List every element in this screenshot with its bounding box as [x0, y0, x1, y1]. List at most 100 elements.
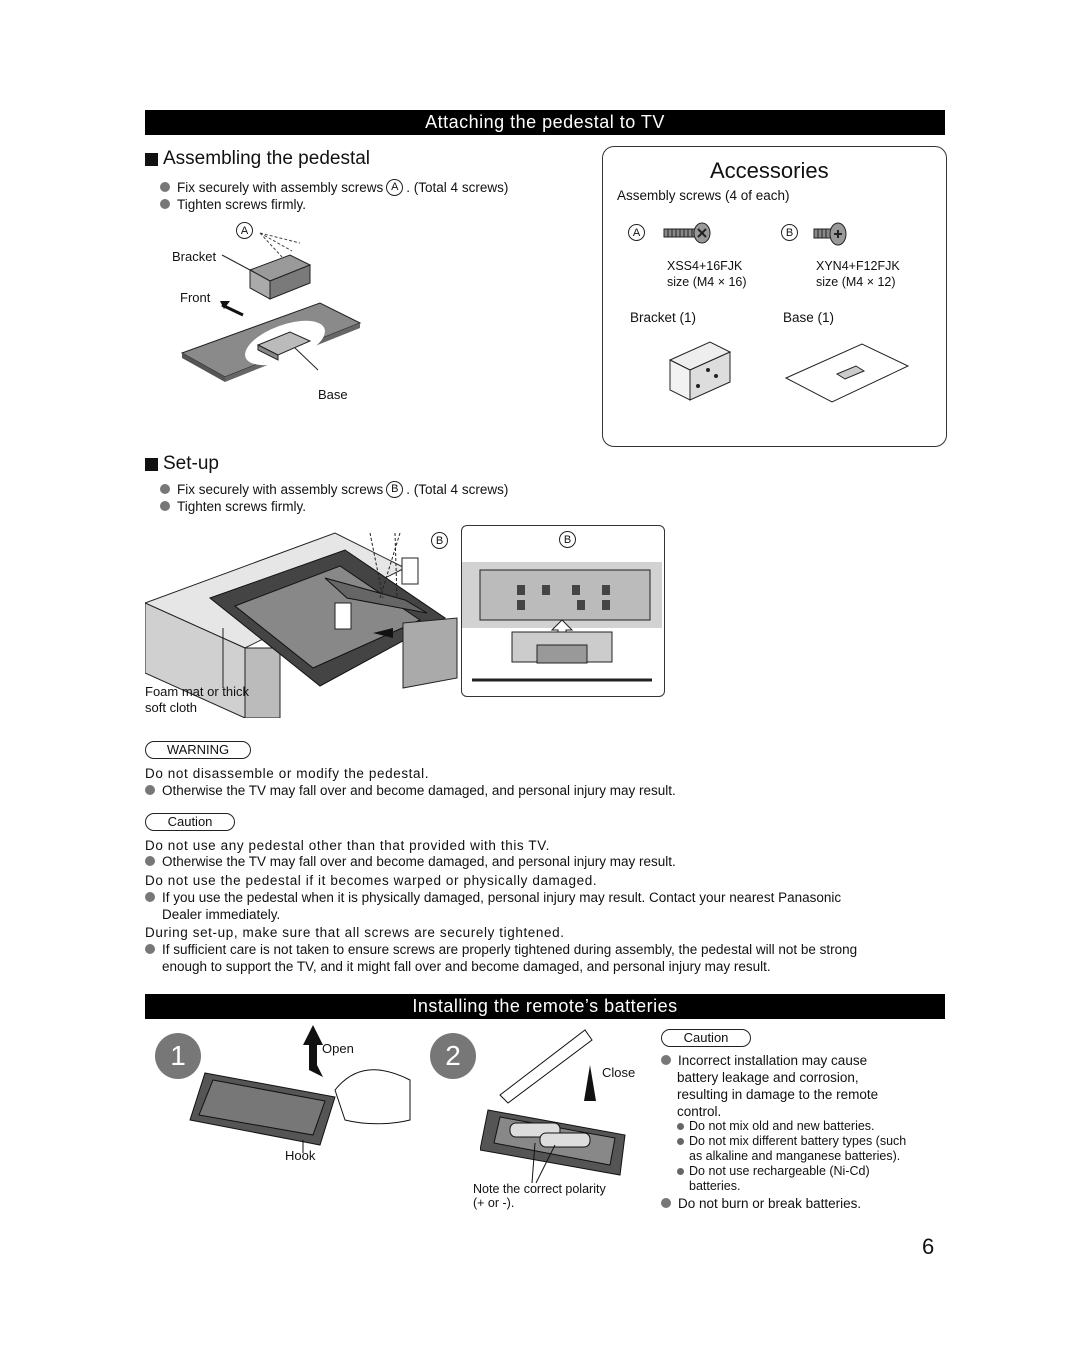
- polarity-note-2: (+ or -).: [473, 1196, 515, 1210]
- mark-b-icon: B: [386, 481, 404, 498]
- bullet-dot-icon: [160, 182, 170, 192]
- remote-caution-bullet-1: Incorrect installation may cause: [661, 1052, 867, 1069]
- bullet-text-cont: enough to support the TV, and it might f…: [162, 959, 771, 974]
- mark-b-icon: B: [559, 531, 576, 548]
- screw-a-icon: [663, 222, 711, 244]
- sub-bullet-text-cont: batteries.: [689, 1179, 741, 1193]
- bullet-dot-icon: [145, 785, 155, 795]
- remote-caution-bullet-2: Do not burn or break batteries.: [661, 1195, 861, 1212]
- bullet-text-cont: control.: [677, 1104, 722, 1119]
- sub-bullet-text: Do not use rechargeable (Ni-Cd): [689, 1164, 870, 1178]
- bullet-text-cont: Dealer immediately.: [162, 907, 281, 922]
- mark-b-icon: B: [781, 224, 798, 241]
- warning-label: WARNING: [145, 741, 251, 759]
- section-title: Attaching the pedestal to TV: [425, 112, 665, 132]
- assembling-heading-text: Assembling the pedestal: [163, 148, 371, 169]
- remote-open-illustration: [189, 1025, 411, 1153]
- mark-a-icon: A: [386, 179, 404, 196]
- remote-sub-3: Do not use rechargeable (Ni-Cd): [677, 1164, 870, 1178]
- bullet-text-cont: battery leakage and corrosion,: [677, 1070, 859, 1085]
- bracket-detail-illustration: [462, 562, 662, 682]
- bracket-label: Bracket: [172, 249, 217, 264]
- assembling-bullet-2: Tighten screws firmly.: [160, 196, 306, 213]
- accessories-box: [602, 146, 947, 447]
- mark-a-icon: A: [628, 224, 645, 241]
- close-label: Close: [602, 1065, 636, 1080]
- section-title-bar: Attaching the pedestal to TV: [145, 110, 945, 135]
- remote-sub-1: Do not mix old and new batteries.: [677, 1119, 875, 1133]
- bullet-text: Tighten screws firmly.: [177, 197, 307, 212]
- sub-bullet-text: Do not mix old and new batteries.: [689, 1119, 875, 1133]
- bullet-text: Otherwise the TV may fall over and becom…: [162, 783, 676, 798]
- mark-b-icon: B: [431, 532, 448, 549]
- bullet-text: Incorrect installation may cause: [678, 1053, 868, 1068]
- bullet-text: Fix securely with assembly screws: [177, 482, 384, 497]
- open-label: Open: [322, 1041, 354, 1056]
- caution-label-text: Caution: [167, 814, 213, 829]
- warning-bullet: Otherwise the TV may fall over and becom…: [145, 782, 676, 799]
- bullet-text-cont: resulting in damage to the remote: [677, 1087, 879, 1102]
- bullet-text: If you use the pedestal when it is physi…: [162, 890, 842, 905]
- bullet-dot-icon: [145, 944, 155, 954]
- accessories-title: Accessories: [710, 158, 829, 183]
- pedestal-assembly-illustration: [180, 232, 362, 382]
- setup-bullet-2: Tighten screws firmly.: [160, 498, 306, 515]
- base-label: Base: [318, 387, 348, 402]
- bullet-dot-icon: [661, 1055, 671, 1065]
- remote-caution-label-text: Caution: [683, 1030, 729, 1045]
- detail-box: [461, 525, 665, 697]
- warning-text: Do not disassemble or modify the pedesta…: [145, 766, 430, 781]
- caution-text-3: During set-up, make sure that all screws…: [145, 925, 565, 940]
- screw-a-size: size (M4 × 16): [667, 275, 747, 289]
- sub-bullet-dot-icon: [677, 1138, 684, 1145]
- polarity-note: Note the correct polarity: [473, 1182, 606, 1196]
- bullet-text: If sufficient care is not taken to ensur…: [162, 942, 858, 957]
- bullet-text: . (Total 4 screws): [406, 180, 509, 195]
- bracket-illustration: [668, 341, 732, 401]
- screw-b-icon: [813, 222, 847, 246]
- assembly-screws-label: Assembly screws (4 of each): [617, 188, 790, 203]
- bullet-text: . (Total 4 screws): [406, 482, 509, 497]
- base-count-label: Base (1): [783, 310, 835, 325]
- front-label: Front: [180, 290, 211, 305]
- caution-label: Caution: [145, 813, 235, 831]
- caution-bullet-2: If you use the pedestal when it is physi…: [145, 889, 841, 906]
- bullet-text: Otherwise the TV may fall over and becom…: [162, 854, 676, 869]
- setup-bullet-1: Fix securely with assembly screws B . (T…: [160, 481, 508, 498]
- setup-heading: Set-up: [145, 453, 219, 475]
- setup-heading-text: Set-up: [163, 453, 219, 474]
- bullet-text: Tighten screws firmly.: [177, 499, 307, 514]
- screw-b-code: XYN4+F12FJK: [816, 259, 900, 273]
- base-illustration: [784, 343, 910, 403]
- screw-b-size: size (M4 × 12): [816, 275, 896, 289]
- sub-bullet-dot-icon: [677, 1168, 684, 1175]
- section-title-bar-2: Installing the remote’s batteries: [145, 994, 945, 1019]
- foam-mat-label-2: soft cloth: [145, 700, 198, 715]
- bullet-dot-icon: [661, 1198, 671, 1208]
- assembling-heading: Assembling the pedestal: [145, 148, 370, 170]
- bullet-dot-icon: [160, 199, 170, 209]
- remote-batteries-illustration: [480, 1029, 626, 1184]
- step-2-badge: 2: [430, 1033, 476, 1079]
- bullet-text: Fix securely with assembly screws: [177, 180, 384, 195]
- remote-caution-label: Caution: [661, 1029, 751, 1047]
- square-bullet-icon: [145, 152, 158, 166]
- screw-a-code: XSS4+16FJK: [667, 259, 743, 273]
- page-number: 6: [922, 1234, 935, 1259]
- warning-label-text: WARNING: [166, 742, 230, 757]
- sub-bullet-dot-icon: [677, 1123, 684, 1130]
- bullet-dot-icon: [145, 892, 155, 902]
- sub-bullet-text: Do not mix different battery types (such: [689, 1134, 907, 1148]
- bullet-dot-icon: [145, 856, 155, 866]
- assembling-bullet-1: Fix securely with assembly screws A . (T…: [160, 179, 508, 196]
- bullet-dot-icon: [160, 501, 170, 511]
- bracket-count-label: Bracket (1): [630, 310, 697, 325]
- bullet-dot-icon: [160, 484, 170, 494]
- caution-bullet-3: If sufficient care is not taken to ensur…: [145, 941, 857, 958]
- remote-sub-2: Do not mix different battery types (such: [677, 1134, 906, 1148]
- caution-text-1: Do not use any pedestal other than that …: [145, 838, 550, 853]
- section-title-2: Installing the remote’s batteries: [412, 996, 678, 1016]
- foam-mat-label: Foam mat or thick: [145, 684, 250, 699]
- square-bullet-icon: [145, 457, 158, 471]
- bullet-text: Do not burn or break batteries.: [678, 1196, 862, 1211]
